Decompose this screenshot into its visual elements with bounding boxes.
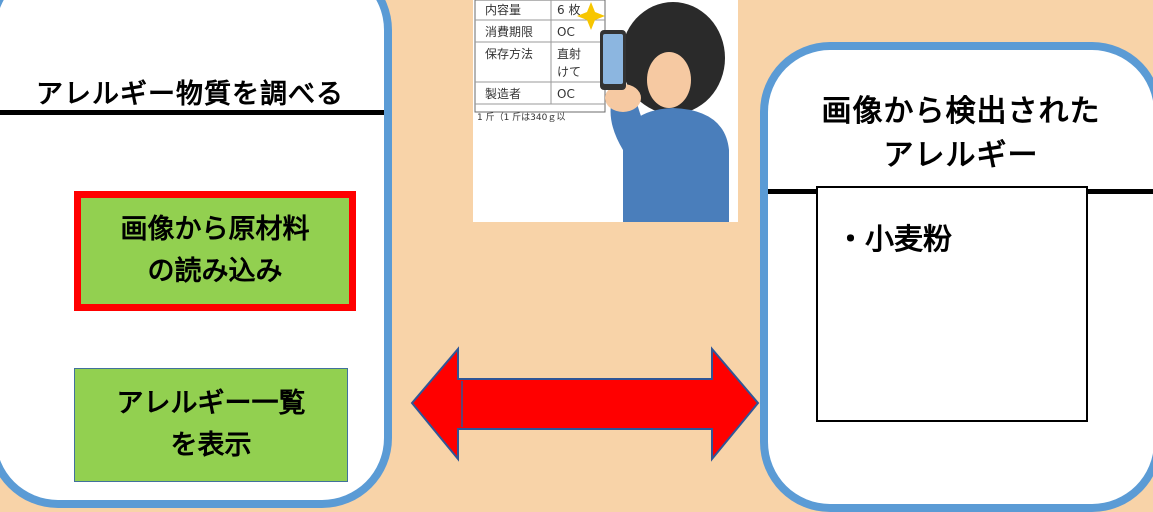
left-panel-title: アレルギー物質を調べる — [36, 79, 344, 110]
right-phone-screen: 画像から検出された アレルギー ・小麦粉 — [768, 50, 1153, 504]
left-title-divider — [0, 110, 384, 115]
detected-allergy-item: ・小麦粉 — [836, 222, 953, 256]
scanning-illustration: 内容量 6 枚 消費期限 OC 保存方法 直射 けて 製造者 OC 1 斤（1 … — [473, 0, 738, 222]
detected-allergy-list: ・小麦粉 — [816, 186, 1088, 422]
label-key-1: 消費期限 — [485, 24, 533, 39]
label-key-0: 内容量 — [485, 2, 521, 17]
person-scanning-label-image: 内容量 6 枚 消費期限 OC 保存方法 直射 けて 製造者 OC 1 斤（1 … — [473, 0, 738, 222]
read-ingredients-button[interactable]: 画像から原材料 の読み込み — [74, 191, 356, 311]
label-footnote: 1 斤（1 斤は340ｇ以 — [477, 112, 565, 123]
label-value-0: 6 枚 — [557, 2, 580, 17]
allergy-list-button[interactable]: アレルギー一覧 を表示 — [74, 368, 348, 482]
label-value-1: OC — [557, 25, 575, 39]
right-panel-title: 画像から検出された アレルギー — [821, 94, 1101, 173]
label-value-2: 直射 — [557, 46, 581, 61]
right-phone-frame: 画像から検出された アレルギー ・小麦粉 — [760, 42, 1153, 512]
label-key-4: 製造者 — [485, 87, 521, 101]
label-value-3: けて — [557, 65, 581, 79]
label-key-2: 保存方法 — [485, 46, 533, 61]
label-value-4: OC — [557, 87, 575, 101]
double-arrow-icon — [410, 346, 760, 462]
